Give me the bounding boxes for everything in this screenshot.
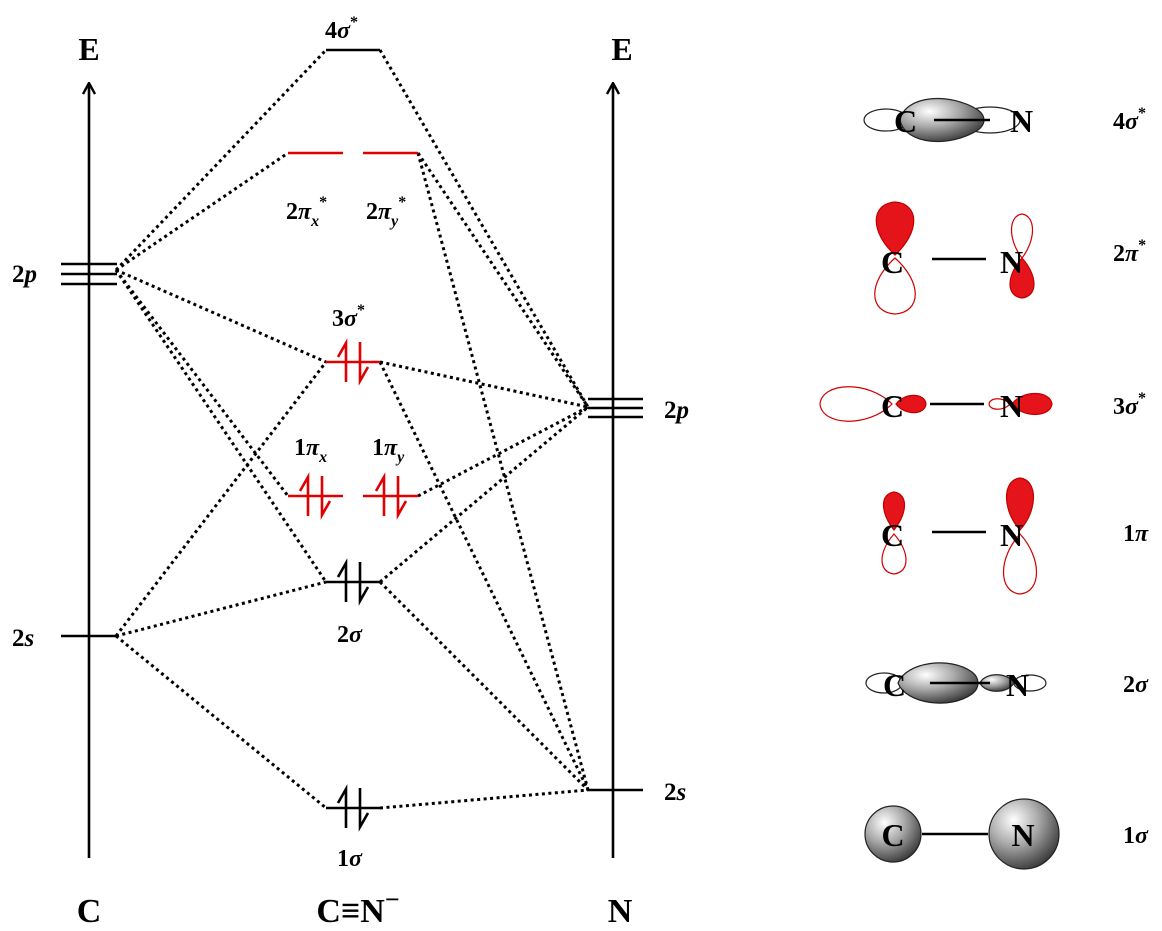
orbital-label-1sigma: 1σ (1123, 823, 1149, 849)
atom-c-label: C (894, 103, 917, 139)
orbital-picture-3sigma-star: C N 3σ* (819, 386, 1146, 424)
orbital-picture-1sigma: C N 1σ (864, 798, 1149, 870)
orbital-picture-1pi: C N 1π (881, 477, 1149, 595)
mo-1pix-label: 1πx (294, 435, 327, 466)
orbital-label-1pi: 1π (1123, 521, 1149, 547)
atom-c-label: C (881, 817, 904, 853)
mo-2piy-star-label: 2πy* (366, 194, 406, 230)
mo-4sigma-star-label: 4σ* (325, 14, 358, 44)
n-2s-label: 2s (664, 779, 686, 806)
mo-3sigma-star-label: 3σ* (332, 302, 365, 332)
orbital-picture-2pi-star: C N 2π* (874, 201, 1146, 315)
mo-1sigma-label: 1σ (337, 846, 363, 872)
atom-n-label: N (1006, 667, 1029, 703)
orbital-picture-4sigma-star: C N 4σ* (863, 97, 1146, 143)
atom-n-label: N (1000, 244, 1023, 280)
atom-n-label: N (1011, 817, 1034, 853)
mo-2pix-star-label: 2πx* (286, 194, 327, 230)
atom-n-label: N (1010, 103, 1033, 139)
electron-pair-1sigma (336, 784, 370, 832)
mo-1piy-label: 1πy (372, 435, 405, 466)
atom-n-label: N (1000, 388, 1023, 424)
left-atom-label: C (77, 893, 102, 926)
left-energy-label: E (78, 31, 99, 67)
electron-pair-2sigma (336, 558, 370, 606)
atom-c-label: C (881, 388, 904, 424)
orbital-label-4sigma-star: 4σ* (1113, 105, 1146, 135)
n-2p-levels (588, 397, 643, 419)
mo-2sigma-label: 2σ (337, 622, 363, 648)
atom-c-label: C (881, 517, 904, 553)
n-2p-label: 2p (664, 397, 689, 424)
molecule-label: C≡N− (316, 885, 399, 926)
correlation-lines (114, 48, 590, 810)
c-2p-levels (61, 262, 117, 286)
atom-n-label: N (1000, 517, 1023, 553)
electron-pair-1piy (374, 472, 408, 520)
atom-c-label: C (881, 244, 904, 280)
c-2p-label: 2p (12, 261, 37, 288)
right-energy-label: E (611, 31, 632, 67)
orbital-picture-2sigma: C N 2σ (865, 662, 1149, 704)
electron-pair-1pix (298, 472, 332, 520)
orbital-label-2sigma: 2σ (1123, 672, 1149, 698)
right-atom-label: N (608, 893, 633, 926)
c-2s-label: 2s (12, 625, 34, 652)
electron-pair-3sigma (336, 338, 370, 386)
orbital-label-3sigma-star: 3σ* (1113, 390, 1146, 420)
orbital-label-2pi-star: 2π* (1113, 237, 1146, 267)
atom-c-label: C (883, 667, 906, 703)
